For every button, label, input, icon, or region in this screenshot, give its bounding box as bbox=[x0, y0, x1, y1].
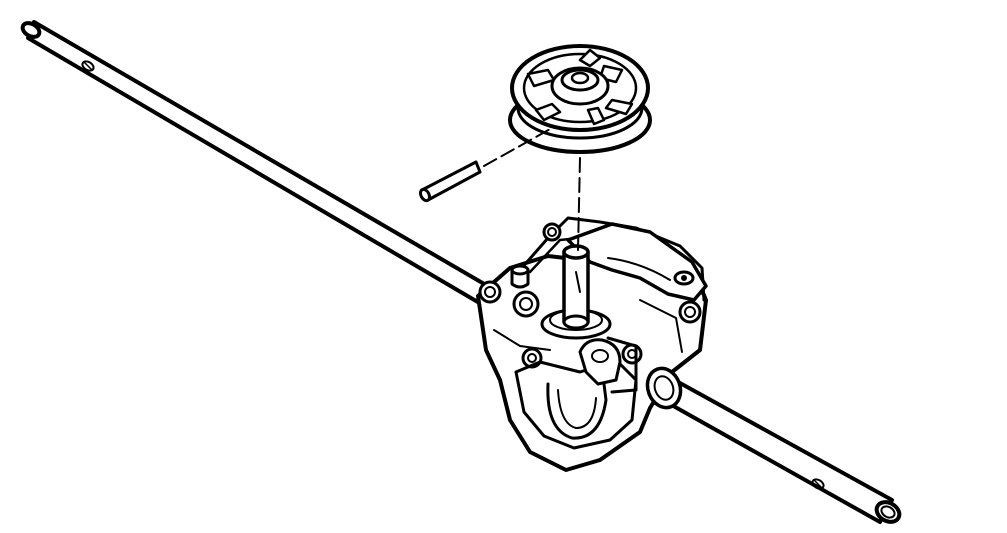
shift-arm bbox=[566, 222, 708, 302]
housing-bolt-top-left bbox=[542, 222, 562, 242]
axle-cross-hole-left bbox=[81, 60, 95, 72]
housing-bolt-right bbox=[678, 300, 702, 324]
pulley-spokes bbox=[526, 48, 634, 126]
shift-fork bbox=[578, 338, 622, 386]
axle-cross-hole-right bbox=[811, 478, 825, 490]
housing-bolt-front-right bbox=[621, 343, 643, 365]
assembly-lines bbox=[483, 127, 581, 251]
drive-pulley bbox=[508, 44, 652, 154]
vent-plug bbox=[510, 264, 530, 289]
axle-shaft bbox=[20, 20, 902, 524]
housing-bolt-front-left bbox=[512, 290, 540, 318]
input-shaft bbox=[562, 244, 590, 330]
roll-pin bbox=[418, 160, 482, 203]
housing-bolt-left bbox=[478, 280, 502, 304]
axle-hub-right bbox=[645, 366, 683, 410]
